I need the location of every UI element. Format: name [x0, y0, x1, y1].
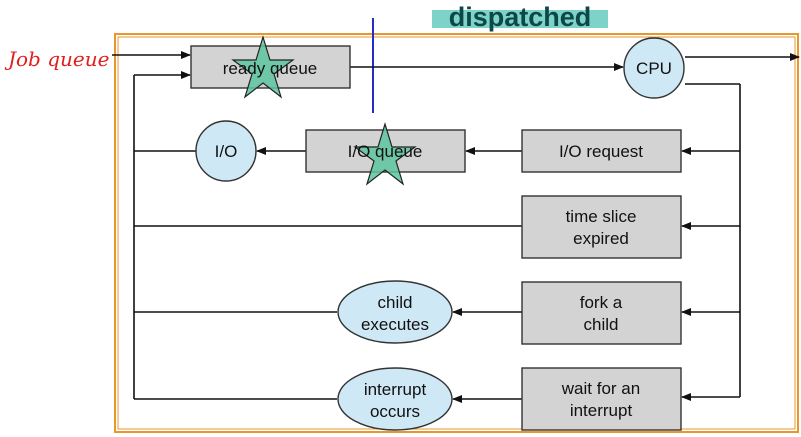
fork-child-label-2: child: [584, 315, 619, 334]
time-slice-label-1: time slice: [566, 207, 637, 226]
wait-interrupt-box: [521, 367, 682, 431]
star-ready-queue-icon: [231, 34, 295, 99]
io-request-label: I/O request: [559, 142, 643, 161]
inner-frame: [117, 36, 796, 430]
title-highlight: [432, 10, 608, 28]
io-label: I/O: [215, 142, 238, 161]
io-queue-label: I/O queue: [348, 142, 423, 161]
star-io-queue-icon: [353, 121, 417, 186]
child-executes-label-1: child: [378, 293, 413, 312]
job-queue-annotation: Job queue: [4, 47, 109, 71]
io-circle: [195, 120, 257, 182]
fork-child-box: [521, 281, 682, 345]
wait-interrupt-label-2: interrupt: [570, 401, 633, 420]
wait-interrupt-label-1: wait for an: [561, 379, 640, 398]
interrupt-occurs-label-2: occurs: [370, 402, 420, 421]
outer-frame: [114, 33, 799, 433]
child-executes-label-2: executes: [361, 315, 429, 334]
diagram-title: dispatched: [449, 2, 592, 32]
interrupt-occurs-ellipse: [337, 367, 453, 431]
cpu-label: CPU: [636, 59, 672, 78]
time-slice-box: [521, 195, 682, 259]
child-executes-ellipse: [337, 280, 453, 344]
cpu-circle: [623, 37, 685, 99]
io-request-box: [521, 129, 682, 173]
time-slice-label-2: expired: [573, 229, 629, 248]
ready-queue-label: ready queue: [223, 59, 318, 78]
interrupt-occurs-label-1: interrupt: [364, 380, 427, 399]
fork-child-label-1: fork a: [580, 293, 623, 312]
